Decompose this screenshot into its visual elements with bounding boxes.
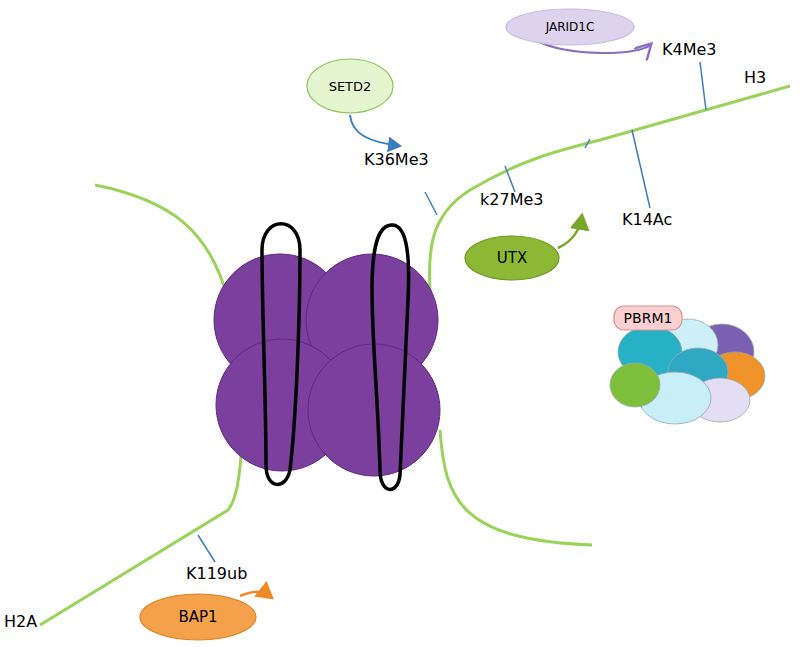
enzyme-ellipse: SETD2 xyxy=(306,58,394,114)
enzyme-arrow xyxy=(350,115,400,146)
modification-label: k27Me3 xyxy=(480,190,543,209)
dna-wrap xyxy=(262,224,409,490)
histone-tail xyxy=(40,86,790,625)
histone-name: H3 xyxy=(744,68,766,87)
modification-label: K119ub xyxy=(186,564,247,583)
modification-stub xyxy=(198,62,706,562)
enzyme-ellipse: JARID1C xyxy=(505,8,635,46)
subunit-box: PBRM1 xyxy=(613,305,683,331)
node-label: UTX xyxy=(497,249,527,267)
modification-label: K14Ac xyxy=(622,210,672,229)
enzyme-arrow xyxy=(558,215,582,248)
enzyme-ellipse: BAP1 xyxy=(139,593,257,641)
complex-subunit xyxy=(610,319,765,424)
node-label: JARID1C xyxy=(546,20,595,34)
modification-label: K36Me3 xyxy=(364,150,429,169)
histone-name: H2A xyxy=(4,612,37,631)
enzyme-ellipse: UTX xyxy=(464,235,560,281)
node-label: PBRM1 xyxy=(624,310,673,326)
modification-label: K4Me3 xyxy=(662,40,717,59)
node-label: BAP1 xyxy=(178,608,217,626)
node-label: SETD2 xyxy=(329,79,372,94)
enzyme-arrow xyxy=(240,592,272,598)
